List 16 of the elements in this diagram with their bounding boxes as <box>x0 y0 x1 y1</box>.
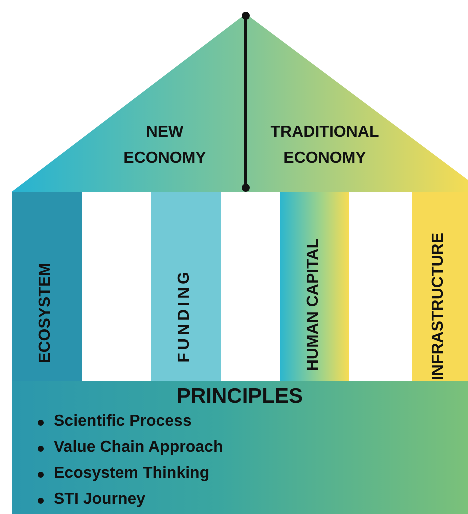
list-item: Scientific Process <box>54 413 192 432</box>
pillar <box>412 192 468 381</box>
pillar-label: INFRASTRUCTURE <box>430 233 448 381</box>
roof-label: NEW ECONOMY <box>122 123 208 169</box>
pillar-label: HUMAN CAPITAL <box>304 238 322 371</box>
pillar-label: FUNDING <box>176 269 194 363</box>
pillar <box>12 192 82 381</box>
list-item: Value Chain Approach <box>54 439 224 458</box>
pillar <box>151 192 221 381</box>
pillar-label: ECOSYSTEM <box>37 262 55 363</box>
section-heading: PRINCIPLES <box>176 385 304 410</box>
pillar <box>280 192 349 381</box>
list-item: Ecosystem Thinking <box>54 465 210 484</box>
list-item: STI Journey <box>54 491 146 510</box>
roof-label: TRADITIONAL ECONOMY <box>270 123 380 169</box>
foundation-panel <box>12 381 468 514</box>
